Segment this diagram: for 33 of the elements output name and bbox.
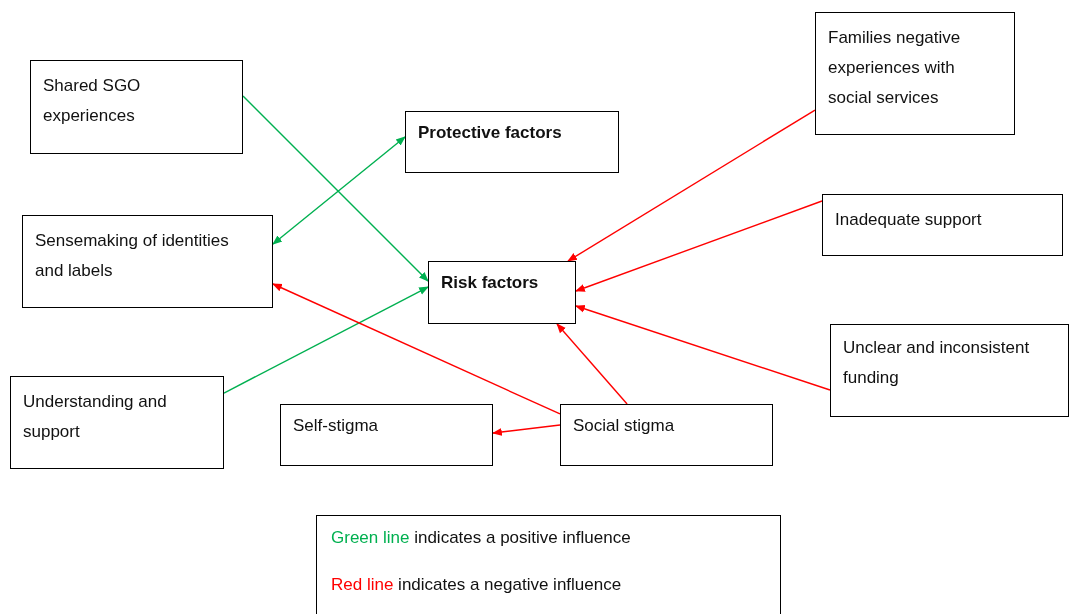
arrow — [492, 424, 561, 436]
arrow — [575, 200, 823, 292]
node-label: Inadequate support — [835, 209, 983, 231]
text-box — [822, 194, 1063, 256]
legend-key: Green line — [331, 528, 410, 547]
text-box — [428, 261, 576, 324]
legend-text: indicates a negative influence — [398, 575, 622, 594]
text-box — [830, 324, 1069, 417]
node-label: Self-stigma — [293, 415, 380, 437]
text-box — [280, 404, 493, 466]
arrow — [272, 136, 406, 245]
arrow — [242, 95, 429, 282]
legend-key: Red line — [331, 575, 394, 594]
node-label: Protective factors — [418, 122, 563, 144]
arrow — [272, 283, 561, 415]
legend-text: indicates a positive influence — [414, 528, 631, 547]
node-label: Unclear and inconsistent funding — [843, 337, 1031, 389]
text-box — [815, 12, 1015, 135]
node-label: Understanding and support — [23, 391, 168, 443]
text-box — [22, 215, 273, 308]
arrow — [223, 286, 429, 394]
text-box — [405, 111, 619, 173]
arrow — [556, 323, 628, 405]
node-label: Social stigma — [573, 415, 676, 437]
arrow — [575, 305, 831, 391]
text-box — [10, 376, 224, 469]
node-label: Families negative experiences with social services — [828, 27, 962, 109]
node-label: Risk factors — [441, 272, 540, 294]
node-label: Sensemaking of identities and labels — [35, 230, 230, 282]
node-label: Shared SGO experiences — [43, 75, 142, 127]
text-box — [30, 60, 243, 154]
text-box — [560, 404, 773, 466]
arrow — [567, 109, 816, 262]
